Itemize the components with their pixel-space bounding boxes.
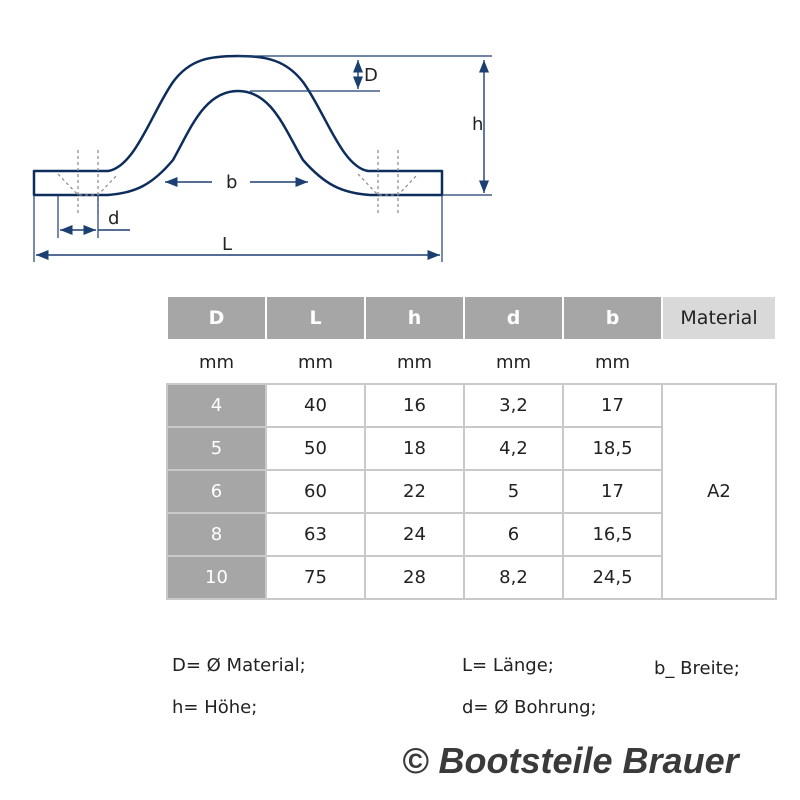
table-row: 6 60 22 5 17 <box>166 469 776 514</box>
cell-h: 16 <box>364 383 465 428</box>
cell-d: 6 <box>463 512 564 557</box>
mounting-holes <box>57 150 419 215</box>
cell-L: 75 <box>265 555 366 600</box>
cell-h: 28 <box>364 555 465 600</box>
label-h: h <box>472 114 483 135</box>
technical-drawing: D h b d L <box>32 54 492 262</box>
copyright-notice: © Bootsteile Brauer <box>402 740 739 781</box>
cell-D: 10 <box>166 555 267 600</box>
legend-breite: b_ Breite; <box>654 658 740 679</box>
unit-b: mm <box>594 351 631 373</box>
table-row: 10 75 28 8,2 24,5 <box>166 555 776 600</box>
legend-laenge: L= Länge; <box>462 655 554 676</box>
label-b: b <box>226 172 237 193</box>
legend-bohrung: d= Ø Bohrung; <box>462 697 597 718</box>
cell-L: 63 <box>265 512 366 557</box>
unit-h: mm <box>396 351 433 373</box>
unit-material-blank <box>662 340 776 384</box>
cell-D: 5 <box>166 426 267 471</box>
cell-L: 60 <box>265 469 366 514</box>
header-h: h <box>364 295 465 341</box>
cell-L: 50 <box>265 426 366 471</box>
header-L: L <box>265 295 366 341</box>
header-d: d <box>463 295 564 341</box>
table-row: 5 50 18 4,2 18,5 <box>166 426 776 471</box>
cell-h: 18 <box>364 426 465 471</box>
header-D: D <box>166 295 267 341</box>
cell-d: 8,2 <box>463 555 564 600</box>
cell-material: A2 <box>661 383 777 600</box>
unit-L: mm <box>297 351 334 373</box>
unit-d: mm <box>495 351 532 373</box>
dimension-lines <box>36 59 490 261</box>
label-D: D <box>364 65 378 86</box>
cell-h: 22 <box>364 469 465 514</box>
cell-L: 40 <box>265 383 366 428</box>
cell-D: 6 <box>166 469 267 514</box>
legend-hoehe: h= Höhe; <box>172 697 258 718</box>
dimension-table: D L h d b Material mm mm mm mm mm 4 40 1… <box>166 295 777 600</box>
table-row: 8 63 24 6 16,5 <box>166 512 776 557</box>
cell-b: 18,5 <box>562 426 663 471</box>
header-material: Material <box>661 295 777 341</box>
bracket-outline <box>32 54 444 197</box>
cell-D: 8 <box>166 512 267 557</box>
table-row: 4 40 16 3,2 17 A2 <box>166 383 777 600</box>
cell-d: 3,2 <box>463 383 564 428</box>
table-header-row: D L h d b Material <box>166 295 777 341</box>
label-d: d <box>108 208 119 229</box>
cell-b: 24,5 <box>562 555 663 600</box>
unit-D: mm <box>198 351 235 373</box>
cell-d: 4,2 <box>463 426 564 471</box>
legend-d-material: D= Ø Material; <box>172 655 306 676</box>
label-L: L <box>222 234 232 255</box>
cell-b: 17 <box>562 383 663 428</box>
extension-lines <box>33 55 492 262</box>
cell-b: 16,5 <box>562 512 663 557</box>
cell-h: 24 <box>364 512 465 557</box>
cell-b: 17 <box>562 469 663 514</box>
unit-row: mm mm mm mm mm <box>167 340 776 384</box>
cell-d: 5 <box>463 469 564 514</box>
cell-D: 4 <box>166 383 267 428</box>
header-b: b <box>562 295 663 341</box>
